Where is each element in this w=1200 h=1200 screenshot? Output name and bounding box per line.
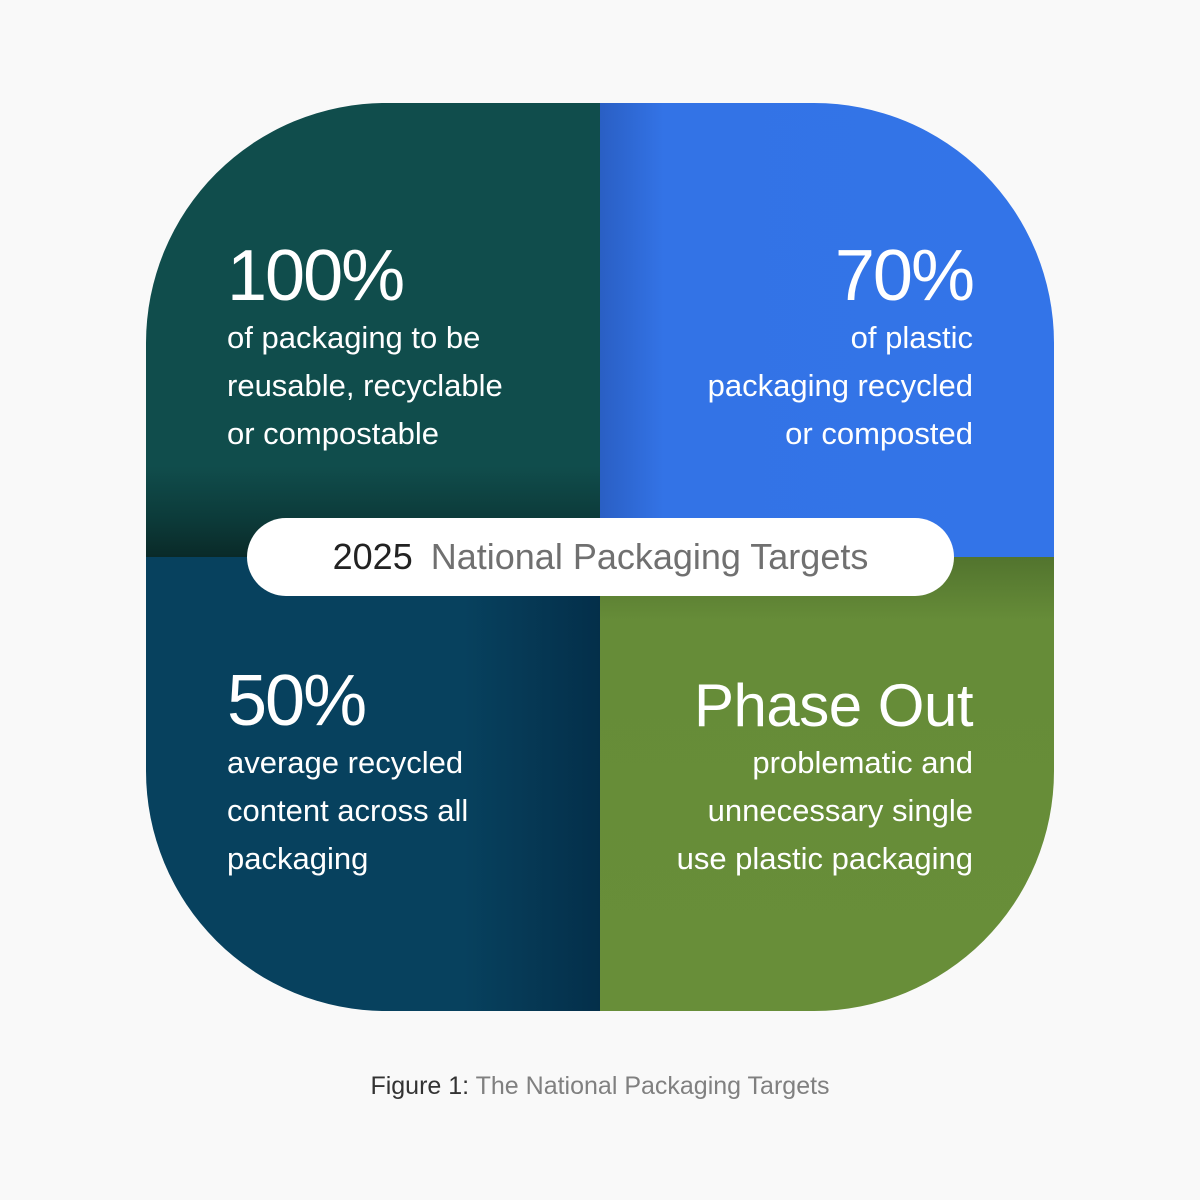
caption-label: Figure 1: — [370, 1072, 470, 1100]
figure-caption: Figure 1: The National Packaging Targets — [0, 1072, 1200, 1101]
quadrant-description: of plastic packaging recycled or compost… — [707, 320, 973, 451]
quadrant-description: average recycled content across all pack… — [227, 745, 469, 876]
title-year: 2025 — [332, 536, 413, 577]
quadrant-reusable-recyclable: 100% of packaging to be reusable, recycl… — [146, 103, 600, 557]
quadrant-description: of packaging to be reusable, recyclable … — [227, 320, 503, 451]
quadrant-plastic-recycled: 70% of plastic packaging recycled or com… — [600, 103, 1054, 557]
quadrant-recycled-content: 50% average recycled content across all … — [146, 557, 600, 1011]
quadrant-phase-out: Phase Out problematic and unnecessary si… — [600, 557, 1054, 1011]
quadrant-headline: Phase Out — [693, 672, 974, 739]
targets-graphic: 100% of packaging to be reusable, recycl… — [146, 103, 1054, 1011]
quadrant-description: problematic and unnecessary single use p… — [676, 745, 973, 876]
quadrant-headline: 70% — [834, 236, 975, 316]
caption-text: The National Packaging Targets — [475, 1072, 830, 1100]
quadrant-content: Phase Out problematic and unnecessary si… — [676, 672, 974, 883]
quadrant-content: 100% of packaging to be reusable, recycl… — [227, 238, 503, 458]
title-text: National Packaging Targets — [430, 536, 869, 577]
quadrant-content: 70% of plastic packaging recycled or com… — [707, 236, 975, 458]
quadrant-headline: 50% — [227, 661, 367, 741]
quadrant-content: 50% average recycled content across all … — [227, 663, 468, 883]
quadrant-headline: 100% — [227, 236, 405, 316]
title-pill: 2025 National Packaging Targets — [247, 518, 954, 596]
